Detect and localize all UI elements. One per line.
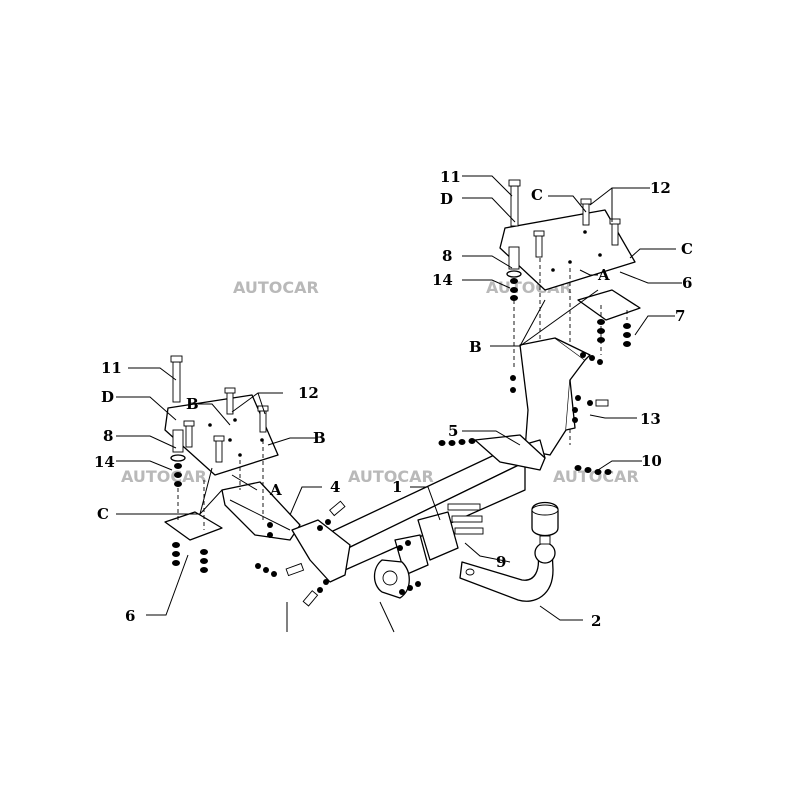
callout-11: 11	[440, 168, 461, 186]
callout-c: C	[531, 186, 543, 204]
bracket-base-fasteners	[574, 465, 612, 475]
left-nut-stack	[172, 542, 208, 573]
callout-12: 12	[650, 179, 671, 197]
callout-7: 7	[675, 307, 685, 325]
watermark-autocar: AUTOCAR	[121, 467, 207, 486]
tow-ball-arm	[459, 501, 559, 602]
callout-1: 1	[392, 478, 402, 496]
callout-12: 12	[298, 384, 319, 402]
leader-lines	[116, 175, 682, 633]
left-lower-plate	[164, 511, 223, 541]
left-short-bolts	[183, 387, 269, 463]
callout-2: 2	[591, 612, 601, 630]
callout-11: 11	[101, 359, 122, 377]
callout-c: C	[681, 240, 693, 258]
left-mounting-plate	[164, 394, 279, 476]
right-lower-plate	[577, 289, 641, 321]
callout-14: 14	[432, 271, 453, 289]
left-long-bolt	[170, 355, 183, 403]
right-nut-stack	[597, 319, 631, 347]
right-bracket-fasteners	[510, 352, 609, 423]
callout-a: A	[597, 266, 610, 284]
callout-b: B	[313, 429, 326, 447]
callout-a: A	[269, 481, 282, 499]
callout-5: 5	[448, 422, 458, 440]
callout-14: 14	[94, 453, 115, 471]
watermark-autocar: AUTOCAR	[348, 467, 434, 486]
left-fastener-set	[255, 522, 305, 577]
callout-6: 6	[125, 607, 135, 625]
callout-13: 13	[640, 410, 661, 428]
callout-9: 9	[496, 553, 506, 571]
callout-8: 8	[442, 247, 452, 265]
watermark-autocar: AUTOCAR	[553, 467, 639, 486]
right-end-fasteners	[438, 438, 476, 446]
left-spacer-and-washers	[170, 429, 186, 487]
callout-c: C	[97, 505, 109, 523]
callout-10: 10	[641, 452, 662, 470]
watermark-autocar: AUTOCAR	[233, 278, 319, 297]
callout-4: 4	[330, 478, 340, 496]
callout-6: 6	[682, 274, 692, 292]
callout-b: B	[186, 395, 199, 413]
socket-plate	[373, 559, 421, 599]
crossbar-end-fasteners	[302, 500, 346, 607]
right-long-bolt	[508, 179, 521, 227]
callout-8: 8	[103, 427, 113, 445]
right-short-bolts	[533, 198, 621, 258]
right-spacer-and-washers	[506, 246, 522, 301]
callout-d: D	[101, 388, 114, 406]
left-side-beam	[221, 481, 301, 541]
callout-b: B	[469, 338, 482, 356]
callout-d: D	[440, 190, 453, 208]
